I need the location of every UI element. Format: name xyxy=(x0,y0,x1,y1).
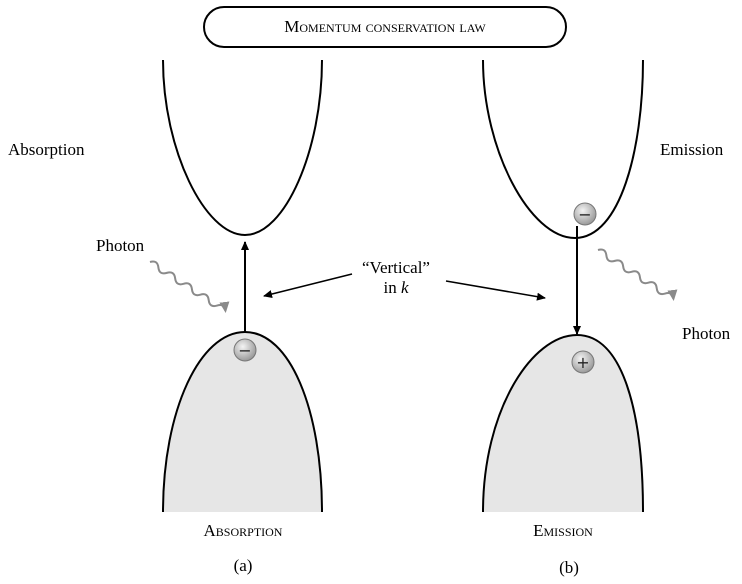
electron-a-symbol: − xyxy=(238,341,251,360)
electron-a xyxy=(233,338,257,362)
valence-band-b xyxy=(483,335,643,512)
vertical-pointer-left xyxy=(263,273,353,298)
band-label-absorption: Absorption xyxy=(203,521,283,540)
vertical-label-line2: in k xyxy=(383,278,409,297)
band-label-emission: Emission xyxy=(533,521,593,540)
valence-band-b-outline xyxy=(482,333,644,513)
conduction-band-b xyxy=(482,59,644,240)
hole-b-symbol: + xyxy=(576,353,589,372)
side-label-emission: Emission xyxy=(660,140,724,159)
electron-b xyxy=(573,202,597,226)
photon-label-a: Photon xyxy=(96,236,145,255)
title-text: Momentum conservation law xyxy=(284,17,486,36)
conduction-band-a xyxy=(162,59,323,237)
vertical-in-k-label: “Vertical” in k xyxy=(346,258,446,298)
caption-b: (b) xyxy=(559,558,579,577)
valence-band-a xyxy=(163,332,322,512)
k-variable: k xyxy=(400,278,409,297)
hole-b xyxy=(571,350,595,374)
photon-wave-a xyxy=(149,260,230,314)
title-box: Momentum conservation law xyxy=(203,6,567,48)
vertical-pointer-right xyxy=(445,280,546,301)
caption-a: (a) xyxy=(233,556,253,575)
vertical-label-line1: “Vertical” xyxy=(362,258,430,277)
electron-b-symbol: − xyxy=(578,205,591,224)
photon-label-b: Photon xyxy=(682,324,731,343)
photon-wave-b xyxy=(597,248,678,302)
side-label-absorption: Absorption xyxy=(8,140,85,159)
